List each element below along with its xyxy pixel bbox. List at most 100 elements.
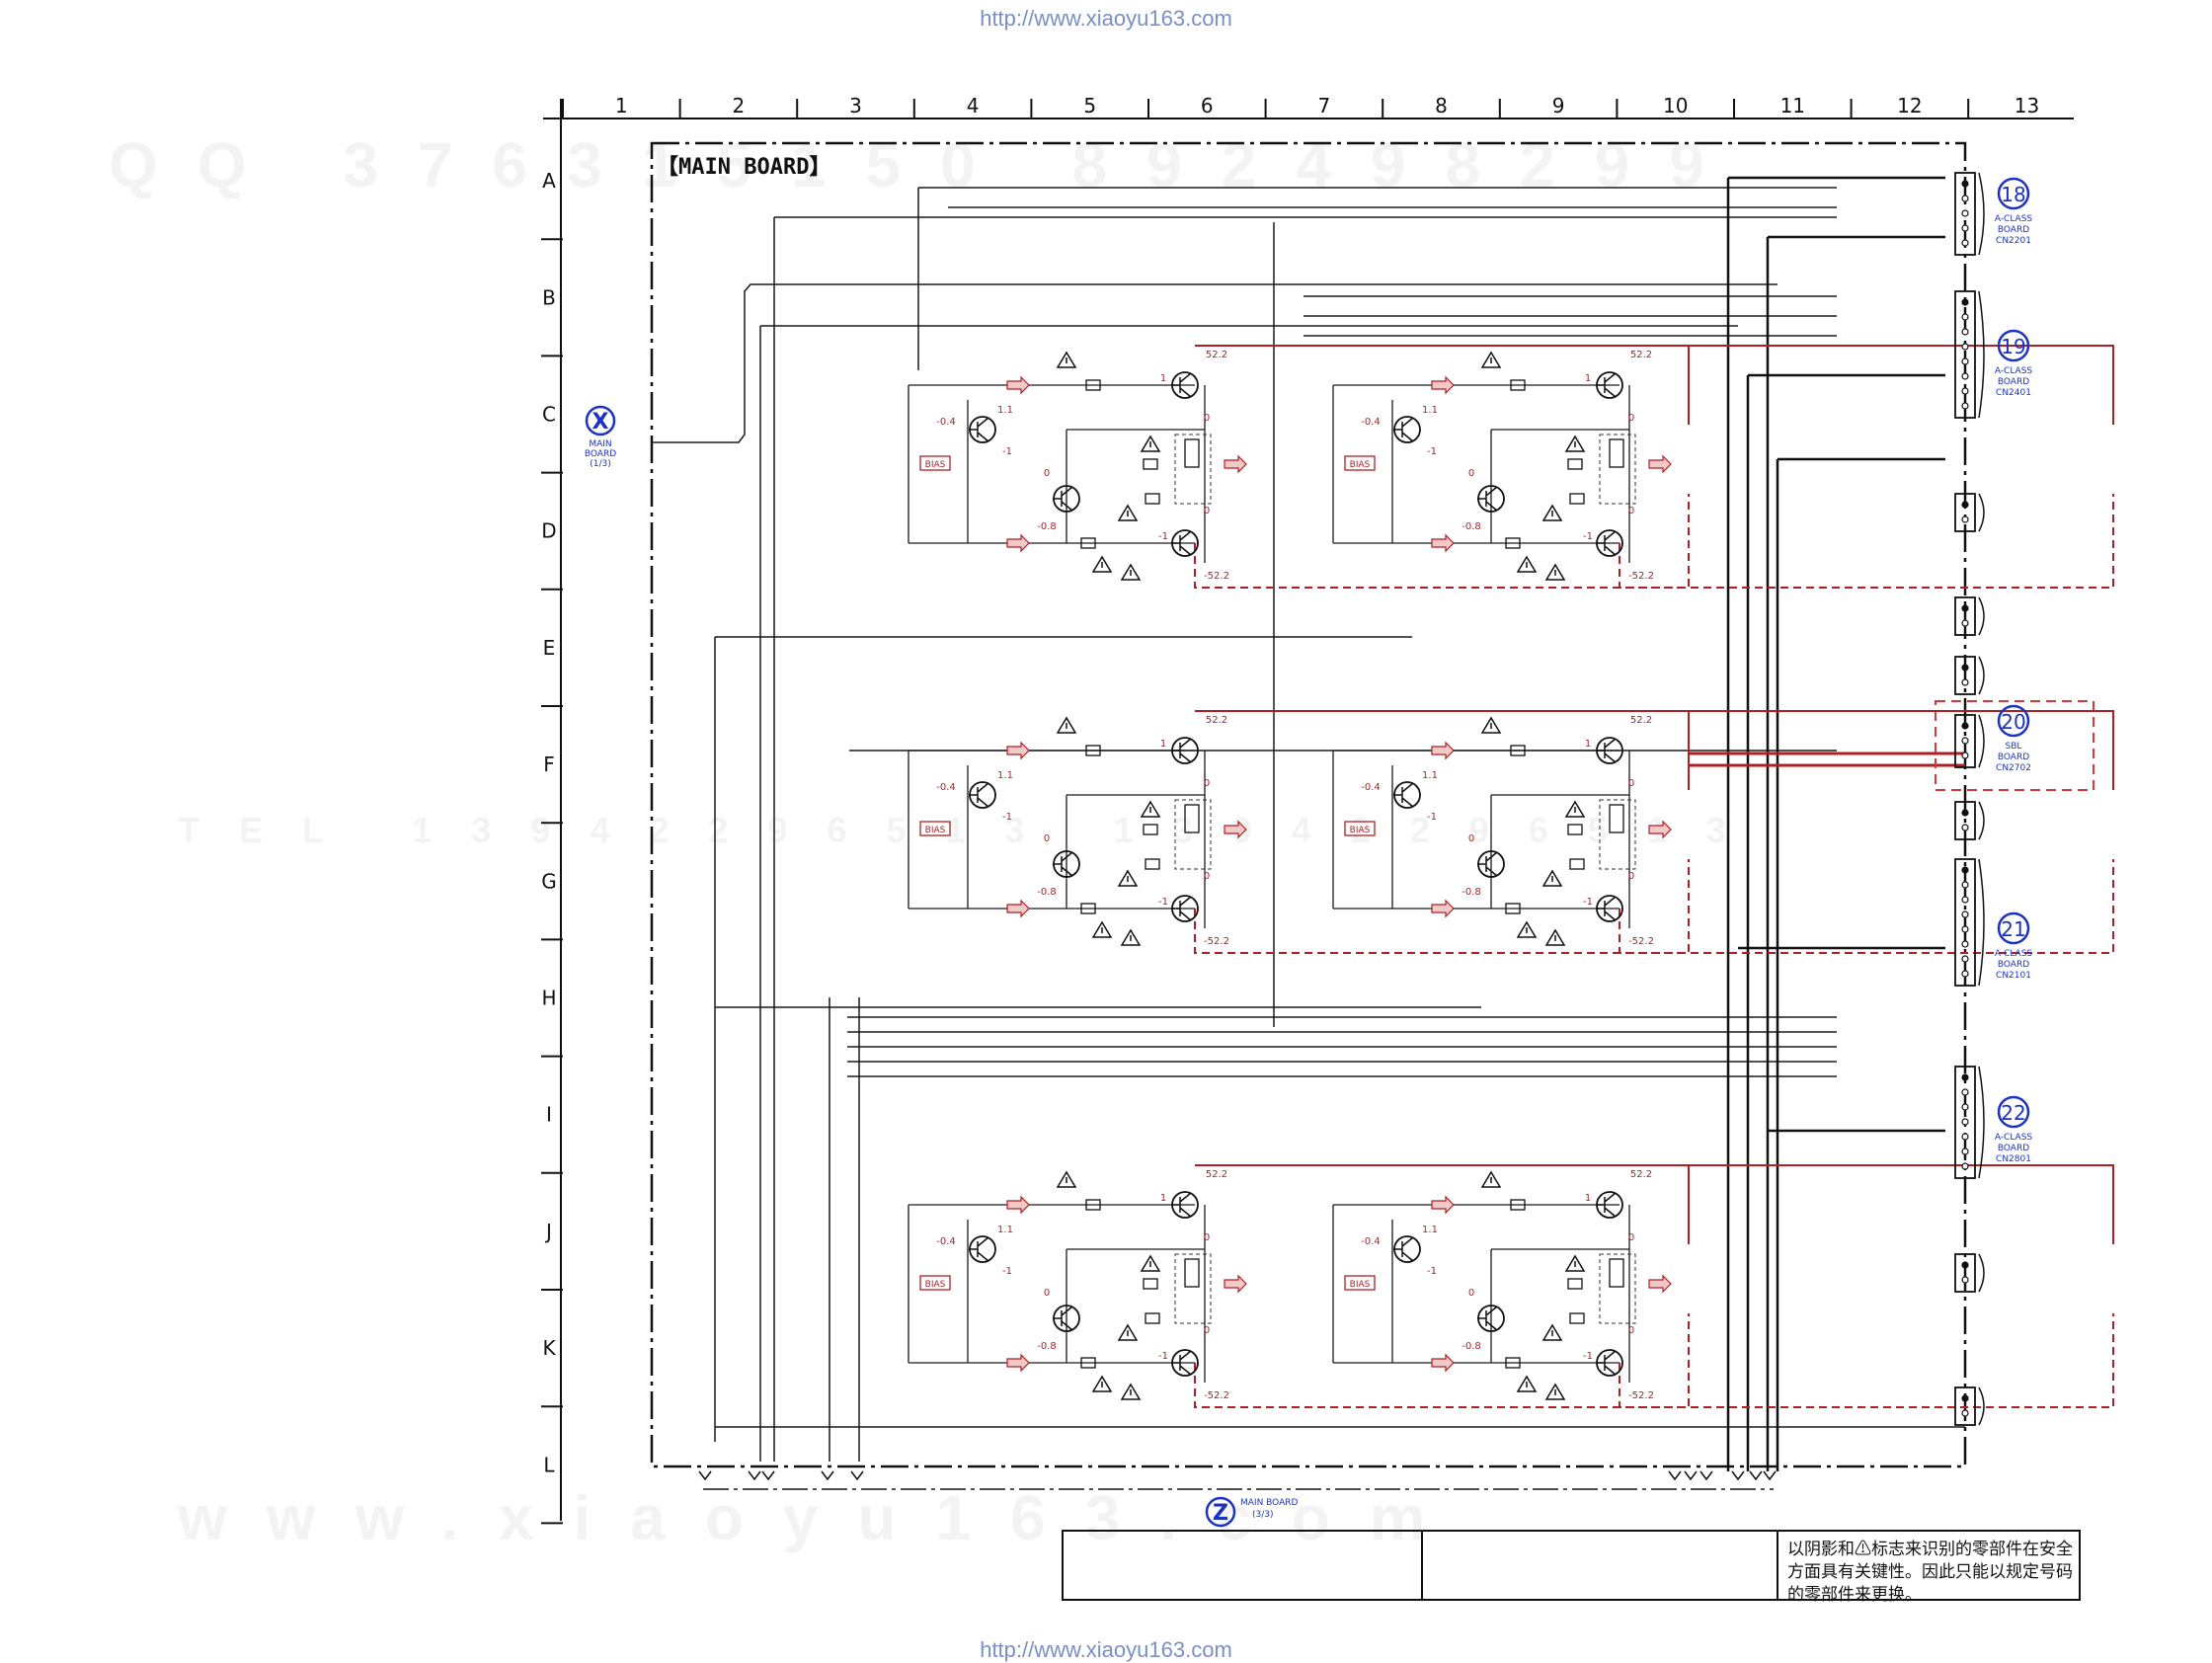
- supply-rail: [1620, 710, 2114, 790]
- connector-power-4[interactable]: [1954, 801, 1985, 840]
- output-neg-emitter-voltage: 0: [1628, 506, 1634, 516]
- connector-cn2101-body: [1954, 858, 1976, 987]
- resistor: [1505, 903, 1521, 914]
- column-label-8: 8: [1435, 94, 1448, 118]
- connector-z[interactable]: Z MAIN BOARD (3/3): [1205, 1496, 1299, 1528]
- supply-rail: [1620, 1164, 2114, 1244]
- connector-cn2801[interactable]: [1954, 1066, 1985, 1179]
- safety-note: 以阴影和⚠标志来识别的零部件在安全方面具有关键性。因此只能以规定号码的零部件来更…: [1787, 1540, 2073, 1605]
- connector-power-3[interactable]: [1954, 656, 1985, 695]
- connector-pin: [1961, 940, 1969, 948]
- header-url[interactable]: http://www.xiaoyu163.com: [980, 6, 1232, 31]
- resistor: [1567, 1278, 1583, 1290]
- board-number-circle: [1997, 1095, 2030, 1129]
- signal-arrow: [1431, 1353, 1455, 1373]
- bias-collector-voltage: 0: [1468, 468, 1474, 479]
- connector-pin: [1961, 1118, 1969, 1126]
- supply-rail-dashed: [1194, 1313, 1690, 1408]
- connector-pin: [1961, 970, 1969, 978]
- driver-collector-voltage: 1.1: [1422, 770, 1438, 781]
- driver-emitter-voltage: -1: [1427, 812, 1437, 823]
- board-number-circle: [1997, 329, 2030, 362]
- bias-emitter-voltage: -0.8: [1462, 521, 1481, 532]
- board-word: BOARD: [1998, 752, 2029, 762]
- bias-transistor-leads: [1477, 1306, 1498, 1331]
- vcc-label: 52.2: [1630, 1169, 1652, 1180]
- connector-pin: [1961, 955, 1969, 963]
- output-transistor-pos-leads: [1171, 738, 1192, 763]
- driver-collector-voltage: 1.1: [997, 1225, 1013, 1235]
- column-label-5: 5: [1083, 94, 1096, 118]
- column-ticks: [562, 99, 1970, 119]
- row-label-I: I: [546, 1103, 552, 1127]
- bias-box: [1344, 821, 1376, 836]
- connector-power-1-body: [1954, 493, 1976, 532]
- signal-arrow: [1431, 899, 1455, 918]
- output-pos-emitter-voltage: 0: [1628, 413, 1634, 424]
- resistor: [1569, 1312, 1585, 1324]
- connector-cn2702[interactable]: [1954, 714, 1985, 768]
- connector-power-5[interactable]: [1954, 1253, 1985, 1293]
- connector-cn2101[interactable]: [1954, 858, 1985, 987]
- row-label-D: D: [541, 519, 556, 543]
- connector-pin: [1961, 1103, 1969, 1111]
- connector-pin: [1961, 501, 1969, 509]
- output-pos-base-voltage: 1: [1160, 373, 1166, 384]
- bias-label: BIAS: [1350, 826, 1371, 835]
- bias-label: BIAS: [1350, 460, 1371, 470]
- connector-power-1[interactable]: [1954, 493, 1985, 532]
- signal-arrow: [1224, 454, 1247, 474]
- right-connectors: [1954, 172, 1985, 1426]
- row-ticks: [541, 238, 563, 1525]
- footer-url[interactable]: http://www.xiaoyu163.com: [980, 1637, 1232, 1662]
- column-label-7: 7: [1318, 94, 1331, 118]
- resistor: [1567, 824, 1583, 835]
- driver-emitter-voltage: -1: [1002, 812, 1012, 823]
- board-number: 18: [2001, 183, 2025, 206]
- driver-base-voltage: -0.4: [1361, 1236, 1381, 1247]
- resistor: [1085, 745, 1101, 756]
- connector-power-2[interactable]: [1954, 596, 1985, 636]
- connector-x-line1: MAIN: [589, 439, 611, 449]
- resistor: [1080, 903, 1096, 914]
- bias-transistor-leads: [1053, 851, 1073, 877]
- connector-x[interactable]: X MAIN BOARD (1/3): [585, 405, 616, 469]
- connector-cn2201[interactable]: [1954, 172, 1985, 256]
- connector-power-6[interactable]: [1954, 1386, 1985, 1426]
- column-label-13: 13: [2014, 94, 2039, 118]
- output-transistor-pos-leads: [1171, 1192, 1192, 1218]
- signal-arrow: [1431, 375, 1455, 395]
- warning-icon: [1091, 1375, 1113, 1392]
- connector-pin: [1961, 722, 1969, 730]
- bias-transistor-leads: [1053, 486, 1073, 512]
- connector-power-3-bracket: [1978, 656, 1985, 695]
- warning-icon: [1544, 563, 1566, 581]
- row-label-E: E: [543, 636, 556, 660]
- connector-pin: [1961, 1088, 1969, 1096]
- connector-pin: [1961, 896, 1969, 904]
- vee-label: -52.2: [1204, 936, 1229, 947]
- output-neg-base-voltage: -1: [1583, 897, 1593, 908]
- connector-cn2401-body: [1954, 290, 1976, 419]
- connector-cn2401[interactable]: [1954, 290, 1985, 419]
- signal-arrow: [1648, 454, 1672, 474]
- board-word: BOARD: [1998, 960, 2029, 970]
- warning-icon: [1541, 869, 1563, 887]
- connector-power-1-bracket: [1978, 493, 1985, 532]
- connector-pin: [1961, 1133, 1969, 1141]
- warning-icon: [1091, 920, 1113, 938]
- signal-arrow: [1648, 1274, 1672, 1294]
- bias-emitter-voltage: -0.8: [1462, 887, 1481, 898]
- connector-cn2201-body: [1954, 172, 1976, 256]
- output-pos-emitter-voltage: 0: [1204, 1232, 1210, 1243]
- warning-icon: [1120, 1383, 1142, 1400]
- resistor: [1569, 858, 1585, 870]
- supply-rail-dashed: [1194, 859, 1690, 954]
